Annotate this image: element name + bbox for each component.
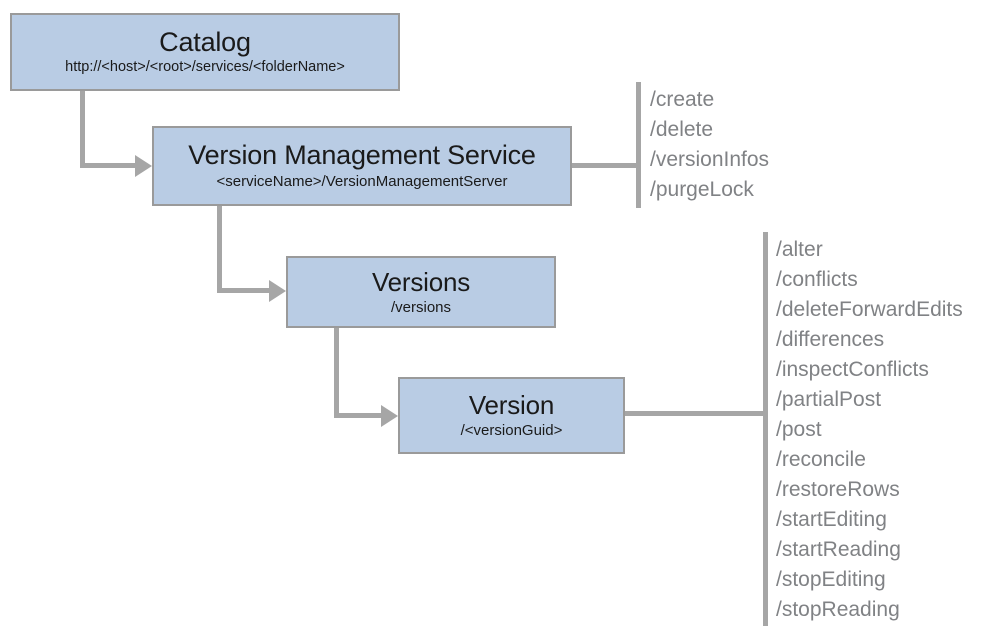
node-version-management-service[interactable]: Version Management Service <serviceName>… xyxy=(152,126,572,206)
operation-item: /inspectConflicts xyxy=(776,358,929,381)
operations-rail-vms xyxy=(636,82,641,208)
connector-catalog-to-vms-vertical xyxy=(80,91,85,163)
node-versions[interactable]: Versions /versions xyxy=(286,256,556,328)
operation-item: /reconcile xyxy=(776,448,866,471)
operation-item: /restoreRows xyxy=(776,478,900,501)
operation-item: /differences xyxy=(776,328,885,351)
operation-item: /purgeLock xyxy=(650,178,754,201)
operation-item: /startReading xyxy=(776,538,901,561)
operation-item: /versionInfos xyxy=(650,148,770,171)
operation-item: /startEditing xyxy=(776,508,887,531)
operation-list-version-management-service: /create/delete/versionInfos/purgeLock xyxy=(650,85,769,205)
operation-item: /post xyxy=(776,418,822,441)
node-version-management-service-title: Version Management Service xyxy=(188,140,536,171)
connector-vms-to-operations xyxy=(572,163,640,168)
operation-list-version: /alter/conflicts/deleteForwardEdits/diff… xyxy=(776,235,963,625)
connector-version-to-operations xyxy=(625,411,767,416)
arrowhead-vms-to-versions xyxy=(269,280,286,302)
node-catalog-subtitle: http://<host>/<root>/services/<folderNam… xyxy=(65,59,345,76)
node-catalog-title: Catalog xyxy=(159,27,251,58)
operation-item: /alter xyxy=(776,238,823,261)
connector-catalog-to-vms-horizontal xyxy=(80,163,138,168)
connector-vms-to-versions-horizontal xyxy=(217,288,272,293)
connector-versions-to-version-vertical xyxy=(334,328,339,413)
operation-item: /deleteForwardEdits xyxy=(776,298,963,321)
operations-rail-version xyxy=(763,232,768,626)
operation-item: /stopReading xyxy=(776,598,900,621)
connector-vms-to-versions-vertical xyxy=(217,206,222,288)
operation-item: /stopEditing xyxy=(776,568,886,591)
operation-item: /conflicts xyxy=(776,268,858,291)
node-version[interactable]: Version /<versionGuid> xyxy=(398,377,625,454)
connector-versions-to-version-horizontal xyxy=(334,413,384,418)
node-version-title: Version xyxy=(468,390,555,421)
node-version-subtitle: /<versionGuid> xyxy=(460,422,563,440)
node-versions-subtitle: /versions xyxy=(390,298,452,316)
node-versions-title: Versions xyxy=(371,266,471,297)
arrowhead-versions-to-version xyxy=(381,405,398,427)
arrowhead-catalog-to-vms xyxy=(135,155,152,177)
operation-item: /create xyxy=(650,88,715,111)
node-version-management-service-subtitle: <serviceName>/VersionManagementServer xyxy=(216,173,508,191)
operation-item: /delete xyxy=(650,118,714,141)
operation-item: /partialPost xyxy=(776,388,882,411)
node-catalog[interactable]: Catalog http://<host>/<root>/services/<f… xyxy=(10,13,400,91)
